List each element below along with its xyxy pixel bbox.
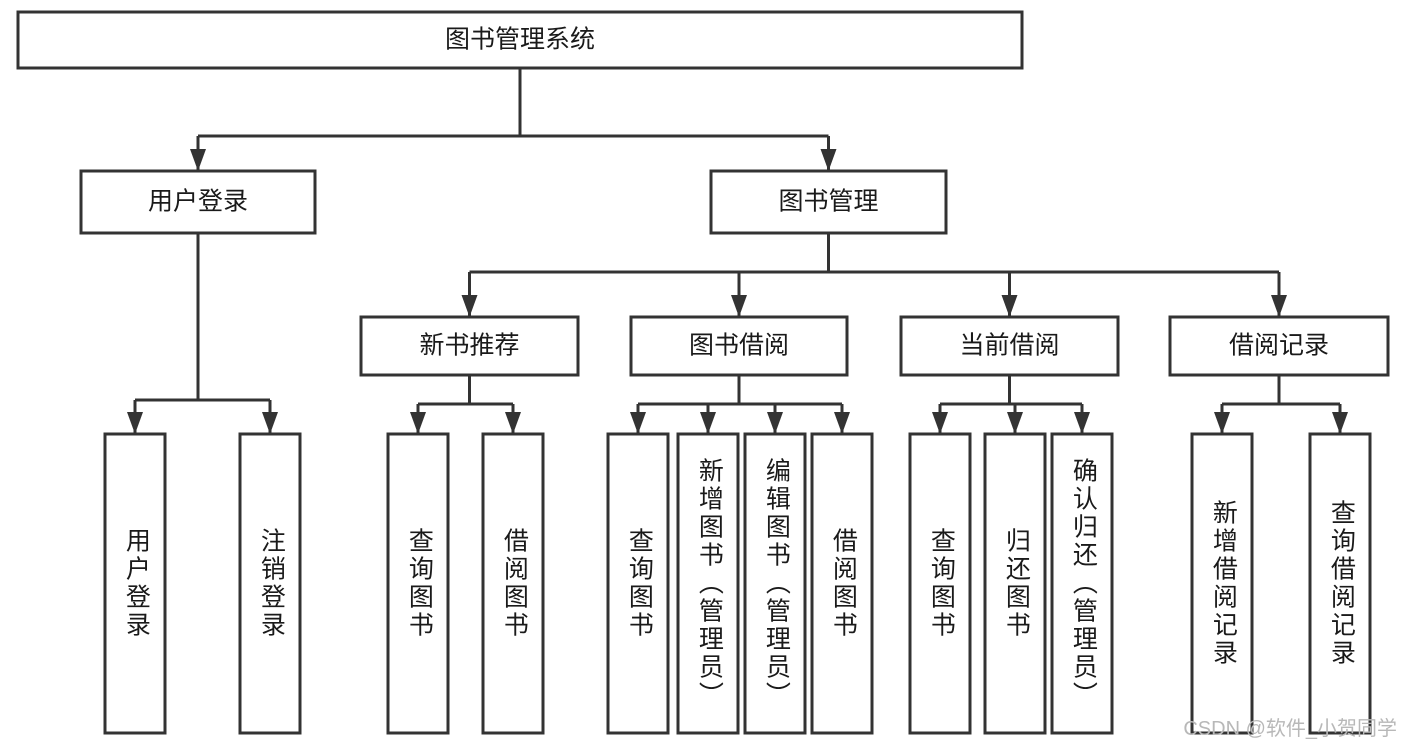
- node-label: 查询借阅记录: [1327, 500, 1356, 668]
- node-label: 借阅图书: [829, 528, 858, 640]
- node-leaf-query-book-current[interactable]: 查询图书: [908, 432, 972, 735]
- edge-arrowhead: [461, 295, 478, 317]
- node-label: 查询图书: [927, 528, 956, 640]
- node-box[interactable]: [1168, 315, 1390, 377]
- edge-arrowhead: [190, 149, 206, 171]
- node-leaf-add-book[interactable]: 新增图书（管理员）: [676, 432, 740, 735]
- node-label: 图书管理系统: [445, 26, 595, 54]
- edge-layer: [127, 68, 1348, 434]
- node-box[interactable]: [606, 432, 670, 735]
- node-root[interactable]: 图书管理系统: [16, 10, 1024, 70]
- node-leaf-borrow-book-rec[interactable]: 借阅图书: [481, 432, 545, 735]
- node-leaf-edit-book[interactable]: 编辑图书（管理员）: [743, 432, 807, 735]
- edge-arrowhead: [505, 412, 521, 434]
- node-box[interactable]: [743, 432, 807, 735]
- node-label: 编辑图书（管理员）: [762, 458, 791, 710]
- node-leaf-query-book-rec[interactable]: 查询图书: [386, 432, 450, 735]
- node-label: 用户登录: [148, 188, 248, 216]
- node-leaf-return-book[interactable]: 归还图书: [983, 432, 1047, 735]
- node-box[interactable]: [1308, 432, 1372, 735]
- node-box[interactable]: [709, 169, 948, 235]
- node-box[interactable]: [79, 169, 317, 235]
- edge-arrowhead: [834, 412, 850, 434]
- node-level2-book-manage[interactable]: 图书管理: [709, 169, 948, 235]
- edge-arrowhead: [410, 412, 426, 434]
- edge-arrowhead: [127, 412, 143, 434]
- node-box[interactable]: [238, 432, 302, 735]
- edge-arrowhead: [767, 412, 783, 434]
- node-label: 用户登录: [122, 528, 151, 640]
- node-box[interactable]: [481, 432, 545, 735]
- node-leaf-confirm-return[interactable]: 确认归还（管理员）: [1050, 432, 1114, 735]
- node-box[interactable]: [676, 432, 740, 735]
- node-box[interactable]: [908, 432, 972, 735]
- node-box[interactable]: [1190, 432, 1254, 735]
- edge-arrowhead: [262, 412, 278, 434]
- node-label: 新增图书（管理员）: [695, 458, 724, 710]
- node-box[interactable]: [810, 432, 874, 735]
- node-label: 图书管理: [778, 188, 878, 216]
- node-leaf-query-record[interactable]: 查询借阅记录: [1308, 432, 1372, 735]
- node-box[interactable]: [983, 432, 1047, 735]
- node-layer: 图书管理系统用户登录图书管理新书推荐图书借阅当前借阅借阅记录用户登录注销登录查询…: [16, 10, 1390, 735]
- edge-arrowhead: [1074, 412, 1090, 434]
- node-box[interactable]: [16, 10, 1024, 70]
- edge-arrowhead: [731, 295, 747, 317]
- node-label: 图书借阅: [689, 332, 789, 360]
- node-leaf-query-book-borrow[interactable]: 查询图书: [606, 432, 670, 735]
- edge-arrowhead: [1214, 412, 1230, 434]
- node-label: 借阅记录: [1229, 332, 1329, 360]
- node-leaf-add-record[interactable]: 新增借阅记录: [1190, 432, 1254, 735]
- edge-arrowhead: [1271, 295, 1287, 317]
- edge-arrowhead: [1007, 412, 1023, 434]
- node-box[interactable]: [359, 315, 580, 377]
- node-leaf-borrow-book[interactable]: 借阅图书: [810, 432, 874, 735]
- edge-arrowhead: [630, 412, 646, 434]
- node-label: 注销登录: [257, 528, 286, 640]
- node-box[interactable]: [899, 315, 1120, 377]
- node-box[interactable]: [629, 315, 849, 377]
- node-leaf-user-login[interactable]: 用户登录: [103, 432, 167, 735]
- edge-arrowhead: [932, 412, 948, 434]
- edge-arrowhead: [1332, 412, 1348, 434]
- node-level2-user-login[interactable]: 用户登录: [79, 169, 317, 235]
- node-label: 确认归还（管理员）: [1069, 458, 1098, 710]
- node-box[interactable]: [103, 432, 167, 735]
- node-box[interactable]: [1050, 432, 1114, 735]
- node-label: 新增借阅记录: [1209, 500, 1238, 668]
- node-level3-book-borrow[interactable]: 图书借阅: [629, 315, 849, 377]
- node-label: 借阅图书: [500, 528, 529, 640]
- node-label: 归还图书: [1002, 528, 1031, 640]
- node-box[interactable]: [386, 432, 450, 735]
- node-label: 新书推荐: [419, 332, 519, 360]
- node-level3-current-borrow[interactable]: 当前借阅: [899, 315, 1120, 377]
- node-label: 查询图书: [405, 528, 434, 640]
- node-label: 查询图书: [625, 528, 654, 640]
- node-leaf-logout[interactable]: 注销登录: [238, 432, 302, 735]
- node-level3-borrow-record[interactable]: 借阅记录: [1168, 315, 1390, 377]
- edge-arrowhead: [820, 149, 837, 171]
- node-level3-new-book-rec[interactable]: 新书推荐: [359, 315, 580, 377]
- node-label: 当前借阅: [959, 332, 1059, 360]
- edge-arrowhead: [700, 412, 716, 434]
- edge-arrowhead: [1001, 295, 1018, 317]
